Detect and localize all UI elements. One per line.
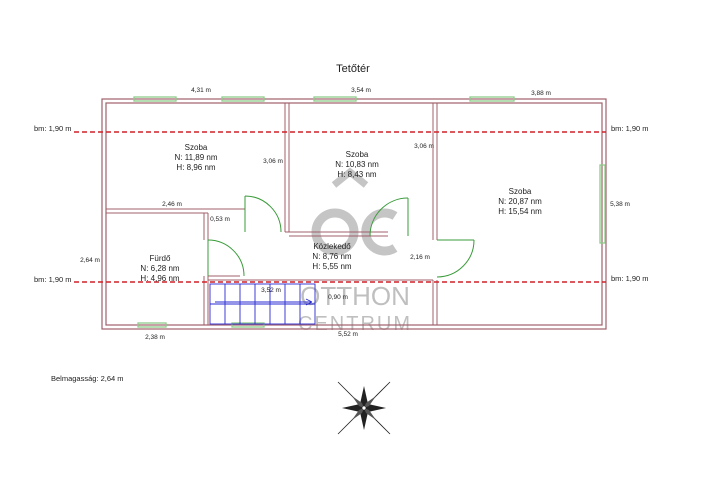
svg-text:N: 10,83 nm: N: 10,83 nm — [335, 160, 379, 169]
room-label-bathroom: Fürdő N: 6,28 nm H: 4,96 nm — [140, 254, 179, 283]
headroom-label-right-bottom: bm: 1,90 m — [611, 274, 649, 283]
headroom-lines — [74, 131, 606, 283]
room-label-bedroom-1: Szoba N: 11,89 nm H: 8,96 nm — [175, 143, 218, 172]
staircase — [209, 283, 316, 325]
svg-text:H: 4,96 nm: H: 4,96 nm — [140, 274, 179, 283]
headroom-label-right-top: bm: 1,90 m — [611, 124, 649, 133]
headroom-label-left-bottom: bm: 1,90 m — [34, 275, 72, 284]
dim-bath-width: 2,46 m — [162, 201, 182, 208]
compass-rose-icon — [337, 381, 391, 435]
dimension-labels: 4,31 m 3,54 m 3,88 m 3,06 m 3,06 m 2,46 … — [80, 87, 630, 341]
dim-top-right: 3,88 m — [531, 90, 551, 97]
dim-right-height: 5,38 m — [610, 201, 630, 208]
outer-walls — [101, 98, 607, 330]
interior-walls — [106, 103, 447, 325]
svg-text:H: 8,43 nm: H: 8,43 nm — [337, 170, 376, 179]
dim-stairs: 3,52 m — [261, 287, 281, 294]
svg-text:N: 6,28 nm: N: 6,28 nm — [140, 264, 179, 273]
svg-text:Szoba: Szoba — [346, 150, 369, 159]
dim-top-left: 4,31 m — [191, 87, 211, 94]
svg-text:Fürdő: Fürdő — [150, 254, 171, 263]
watermark-line1: OTTHON — [300, 281, 410, 311]
svg-text:H: 5,55 nm: H: 5,55 nm — [312, 262, 351, 271]
doors — [207, 195, 475, 278]
dim-wall-left-room: 3,06 m — [263, 158, 283, 165]
dim-stairs-width: 0,90 m — [328, 294, 348, 301]
svg-text:N: 11,89 nm: N: 11,89 nm — [175, 153, 218, 162]
dim-hall-side: 2,16 m — [410, 254, 430, 261]
dim-bottom-left: 2,38 m — [145, 334, 165, 341]
dim-bath-door: 0,53 m — [210, 216, 230, 223]
dim-bottom-mid: 5,52 m — [338, 331, 358, 338]
dim-wall-mid-room: 3,06 m — [414, 143, 434, 150]
svg-text:H: 8,96 nm: H: 8,96 nm — [176, 163, 215, 172]
svg-text:Szoba: Szoba — [509, 187, 532, 196]
svg-text:Szoba: Szoba — [185, 143, 208, 152]
room-label-bedroom-3: Szoba N: 20,87 nm H: 15,54 nm — [498, 187, 542, 216]
dim-left-height: 2,64 m — [80, 257, 100, 264]
room-label-bedroom-2: Szoba N: 10,83 nm H: 8,43 nm — [335, 150, 379, 179]
oc-logo-icon — [311, 167, 398, 256]
windows — [133, 96, 606, 328]
svg-text:Közlekedő: Közlekedő — [313, 242, 351, 251]
floor-title: Tetőtér — [336, 63, 370, 75]
headroom-label-left-top: bm: 1,90 m — [34, 124, 72, 133]
svg-text:N: 20,87 nm: N: 20,87 nm — [498, 197, 542, 206]
svg-text:N: 8,76 nm: N: 8,76 nm — [312, 252, 351, 261]
room-label-hallway: Közlekedő N: 8,76 nm H: 5,55 nm — [312, 242, 351, 271]
interior-height-note: Belmagasság: 2,64 m — [51, 374, 124, 383]
dim-top-mid: 3,54 m — [351, 87, 371, 94]
svg-text:H: 15,54 nm: H: 15,54 nm — [498, 207, 542, 216]
